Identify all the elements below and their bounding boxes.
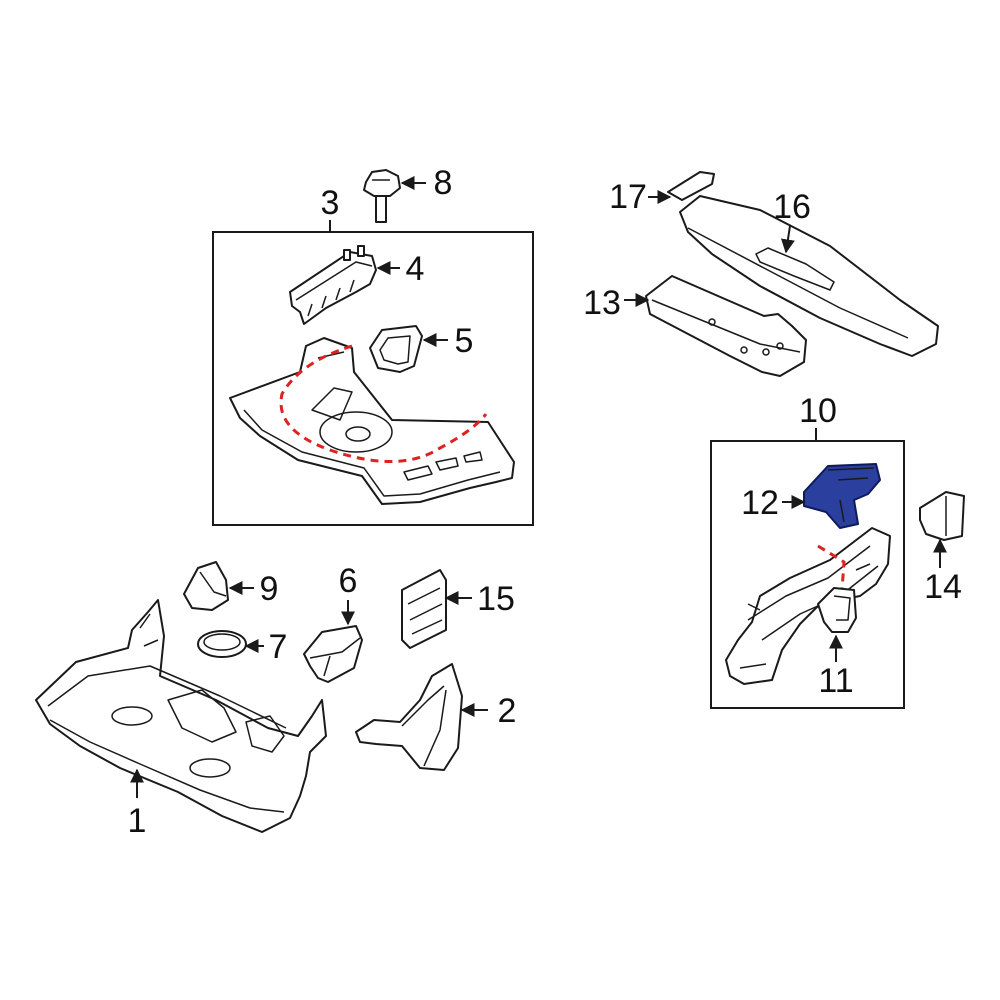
part-3-spare-wheel-floor[interactable]	[229, 337, 515, 505]
callout-14: 14	[924, 568, 962, 606]
callout-4: 4	[406, 250, 425, 288]
callout-10: 10	[799, 392, 837, 430]
callout-9: 9	[260, 570, 279, 608]
part-7-plug[interactable]	[197, 630, 247, 658]
group-box-10	[710, 440, 905, 709]
callout-16: 16	[773, 188, 811, 226]
part-2-side-extension[interactable]	[355, 663, 463, 771]
part-10-rail[interactable]	[725, 527, 891, 685]
part-9-block[interactable]	[183, 561, 229, 611]
callout-13: 13	[583, 284, 621, 322]
callout-17: 17	[609, 178, 647, 216]
part-17-strip[interactable]	[667, 171, 715, 201]
part-1-floor-pan[interactable]	[35, 599, 327, 833]
part-5-pad[interactable]	[369, 325, 423, 373]
callout-8: 8	[434, 164, 453, 202]
seam-line-3	[279, 344, 488, 463]
leader-16	[780, 225, 795, 254]
callout-2: 2	[498, 692, 517, 730]
part-13-cross-member[interactable]	[645, 275, 807, 377]
callout-5: 5	[455, 322, 474, 360]
group-box-3	[212, 231, 534, 526]
part-12-detail	[827, 467, 875, 523]
part-8-hold-down-bolt[interactable]	[363, 169, 401, 223]
callout-11: 11	[818, 662, 853, 700]
part-15-panel[interactable]	[401, 569, 447, 649]
part-14-bracket[interactable]	[919, 491, 965, 541]
part-12-bracket-highlighted[interactable]	[803, 463, 881, 529]
callout-3: 3	[321, 184, 340, 222]
callout-7: 7	[269, 628, 288, 666]
seam-line-10	[817, 544, 846, 591]
part-6-block[interactable]	[303, 625, 363, 683]
part-12-shape	[803, 463, 881, 529]
part-4-bracket[interactable]	[289, 245, 377, 325]
callout-6: 6	[339, 562, 358, 600]
callout-1: 1	[128, 802, 147, 840]
part-16-rear-panel[interactable]	[679, 195, 939, 357]
part-11-bracket[interactable]	[817, 587, 857, 633]
callout-15: 15	[477, 580, 515, 618]
callout-12: 12	[741, 484, 779, 522]
